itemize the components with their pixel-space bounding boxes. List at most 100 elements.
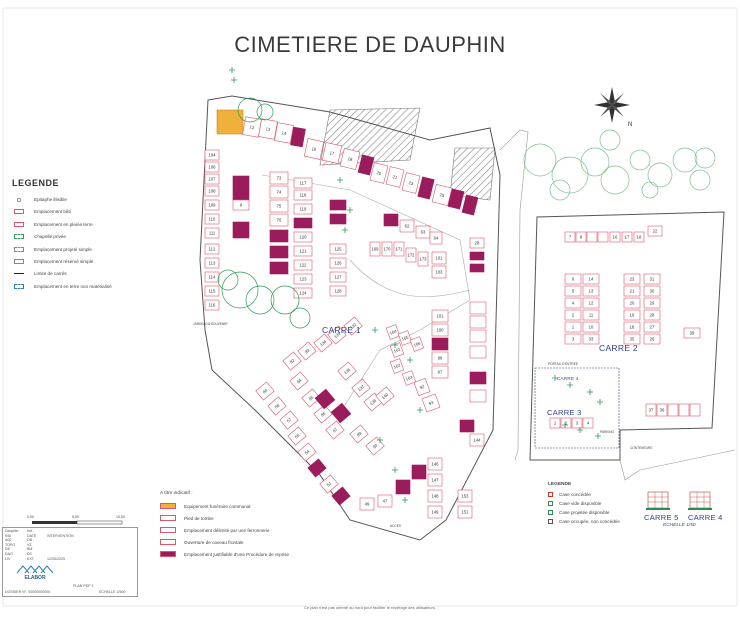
plot: 73 bbox=[269, 171, 289, 185]
plot-reprise bbox=[383, 213, 399, 227]
plot: 27 bbox=[643, 321, 661, 333]
plot-number: 55 bbox=[294, 432, 301, 439]
plot: 63 bbox=[415, 225, 431, 239]
plot: 7 bbox=[564, 231, 576, 243]
plot-number: 101 bbox=[436, 256, 444, 261]
plot: 87 bbox=[325, 420, 345, 440]
tree-icon bbox=[647, 162, 673, 188]
plot: 21 bbox=[385, 166, 405, 188]
plot: 170 bbox=[381, 241, 393, 257]
indicatif-item-label: Emplacement justifiable d'une Procédure … bbox=[184, 551, 290, 557]
plot-number: 133 bbox=[333, 330, 342, 339]
tree-icon bbox=[629, 149, 651, 171]
legend2-item: Case projetée disponible bbox=[548, 510, 610, 515]
plot-number: 23 bbox=[630, 277, 635, 282]
legend2-item-label: Case concédée bbox=[559, 492, 591, 497]
tree-icon bbox=[221, 271, 259, 309]
legend-swatch-icon bbox=[14, 283, 24, 289]
dossier-number: DOSSIER N°: 00000000000 bbox=[5, 590, 51, 594]
plot bbox=[469, 329, 487, 343]
plot-reprise bbox=[329, 199, 347, 211]
plot-number: 62 bbox=[405, 224, 410, 229]
legend-item: Chapelle privée bbox=[14, 234, 66, 240]
plot-number: 171 bbox=[396, 247, 404, 252]
plot-number: 137 bbox=[357, 383, 366, 392]
plot-number: 58 bbox=[274, 402, 281, 409]
tree-icon bbox=[523, 143, 557, 177]
plot-number: 126 bbox=[335, 261, 343, 266]
plot: 148 bbox=[427, 489, 443, 503]
plot-number: 75 bbox=[277, 204, 282, 209]
tree-icon bbox=[549, 179, 571, 201]
plot-reprise bbox=[469, 263, 485, 273]
indicatif-item-label: Pied de tombe bbox=[184, 515, 214, 521]
plot-reprise bbox=[469, 251, 485, 261]
plot-reprise bbox=[461, 194, 479, 216]
plot-number: 169 bbox=[372, 247, 380, 252]
legend-swatch-icon bbox=[14, 259, 24, 264]
plot: 114 bbox=[204, 271, 220, 283]
tree-icon bbox=[217, 269, 239, 291]
plot-number: 13 bbox=[589, 289, 594, 294]
indicatif-item: Pied de tombe bbox=[160, 515, 214, 521]
plot: 112 bbox=[204, 243, 220, 255]
plot: 166 bbox=[409, 336, 425, 352]
plot-number: 27 bbox=[650, 325, 655, 330]
plot: 18 bbox=[633, 231, 645, 243]
plot-number: 163 bbox=[405, 374, 414, 381]
plot-reprise bbox=[232, 175, 250, 201]
plan-scale: ECHELLE 1/500 bbox=[99, 590, 126, 594]
plot: 111 bbox=[204, 227, 220, 239]
plot: 64 bbox=[429, 231, 443, 245]
plot: 93 bbox=[421, 393, 441, 413]
plot: 16 bbox=[303, 138, 325, 160]
plot-number: 76 bbox=[277, 218, 282, 223]
plot: 36 bbox=[656, 403, 668, 417]
plot: 147 bbox=[427, 473, 443, 487]
plot: 84 bbox=[289, 371, 309, 391]
indicatif-item: Ouverture de caveau frontale bbox=[160, 539, 244, 545]
plot-reprise bbox=[431, 337, 449, 351]
title-block-cell: DB bbox=[27, 538, 32, 543]
parking-label: PARKING bbox=[600, 430, 615, 434]
plot: 151 bbox=[457, 505, 473, 519]
legend-item-label: Chapelle privée bbox=[34, 234, 66, 240]
plot: 86 bbox=[313, 404, 333, 424]
plot-number: 28 bbox=[475, 241, 480, 246]
plot: 57 bbox=[279, 410, 299, 430]
tree-icon bbox=[694, 147, 716, 169]
plot-number: 1 bbox=[572, 325, 575, 330]
plot: 75 bbox=[269, 199, 289, 213]
plot: 51 bbox=[319, 474, 339, 494]
plot: 10 bbox=[582, 321, 600, 333]
plot: 17 bbox=[321, 142, 343, 164]
plot-number: 149 bbox=[432, 510, 440, 515]
plot: 12 bbox=[242, 116, 262, 138]
plot-reprise bbox=[469, 371, 487, 385]
legend2-swatch-icon bbox=[548, 510, 553, 515]
plot: 13 bbox=[582, 285, 600, 297]
plot-number: 93 bbox=[428, 400, 435, 407]
shrub-icon bbox=[347, 207, 353, 213]
plot-number: 109 bbox=[209, 203, 217, 208]
plot: 97 bbox=[431, 365, 449, 379]
title-block-cell: TOPO bbox=[5, 542, 16, 547]
plot bbox=[469, 345, 487, 359]
plot-reprise bbox=[411, 464, 427, 480]
indicatif-item-label: Ouverture de caveau frontale bbox=[184, 539, 244, 545]
tree-icon bbox=[689, 169, 711, 191]
tree-icon bbox=[641, 181, 659, 199]
plot: 16 bbox=[609, 231, 621, 243]
north-label: N bbox=[628, 122, 632, 128]
plot-number: 127 bbox=[335, 275, 343, 280]
plot: 23 bbox=[623, 273, 641, 285]
north-arrow-icon bbox=[594, 87, 630, 123]
plot-number: 173 bbox=[420, 257, 428, 262]
plot-number: 120 bbox=[300, 235, 308, 240]
plot: 128 bbox=[329, 285, 347, 297]
plot-number: 64 bbox=[434, 236, 439, 241]
legend-swatch-icon bbox=[14, 246, 24, 252]
plot: 100 bbox=[431, 323, 449, 337]
